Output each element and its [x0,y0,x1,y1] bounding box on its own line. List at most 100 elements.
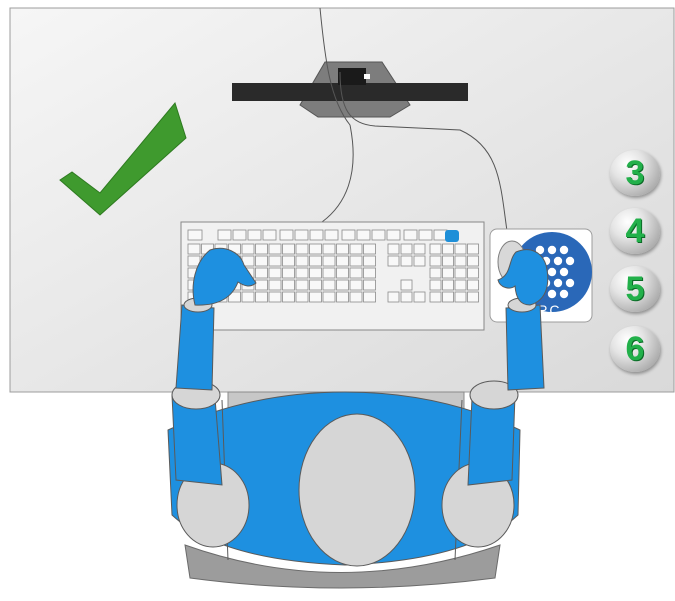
step-3-button[interactable]: 3 [610,150,660,196]
keyboard-key [468,244,479,254]
logo-dot [548,290,556,298]
keyboard-key [256,244,268,254]
logo-dot [560,246,568,254]
step-4-button[interactable]: 4 [610,208,660,254]
logo-dot [560,290,568,298]
keyboard-key [342,230,355,240]
keyboard-key [310,268,322,278]
keyboard-key [323,268,335,278]
logo-dot [548,268,556,276]
keyboard-key [283,244,295,254]
keyboard-key [323,256,335,266]
keyboard-key [337,244,349,254]
keyboard-key [419,230,432,240]
keyboard-key [430,268,441,278]
logo-text: PC [538,302,561,318]
step-5-button[interactable]: 5 [610,266,660,312]
step-3-label: 3 [626,156,645,190]
keyboard-key [443,292,454,302]
keyboard-key [310,280,322,290]
keyboard-key [296,268,308,278]
keyboard-key [364,280,376,290]
step-4-label: 4 [626,214,645,248]
keyboard-key [323,280,335,290]
keyboard-key [430,280,441,290]
step-6-button[interactable]: 6 [610,326,660,372]
keyboard-key [468,292,479,302]
keyboard-key [430,292,441,302]
keyboard-key [337,280,349,290]
keyboard-key [269,244,281,254]
keyboard-key [280,230,293,240]
keyboard-key [455,244,466,254]
keyboard-key [233,230,246,240]
keyboard-key [283,268,295,278]
keyboard-key [269,280,281,290]
keyboard-key [269,256,281,266]
logo-dot [566,279,574,287]
keyboard-key [248,230,261,240]
logo-dot [554,279,562,287]
keyboard-key [430,256,441,266]
keyboard-key [401,292,412,302]
keyboard-key [310,244,322,254]
keyboard-key [310,230,323,240]
keyboard-key [283,292,295,302]
keyboard-key [372,230,385,240]
keyboard-key [337,268,349,278]
step-6-label: 6 [626,332,645,366]
keyboard-key [256,292,268,302]
keyboard-key [401,244,412,254]
keyboard-key [443,244,454,254]
keyboard-key [364,256,376,266]
keyboard-key [443,280,454,290]
keyboard-key [350,292,362,302]
keyboard-key [350,256,362,266]
keyboard-key [455,280,466,290]
keyboard-key [323,292,335,302]
keyboard-key [357,230,370,240]
keyboard-key [188,230,202,240]
keyboard-key [256,280,268,290]
keyboard-key [388,292,399,302]
keyboard-key [468,256,479,266]
keyboard-key [296,280,308,290]
keyboard-key [364,244,376,254]
keyboard-key [387,230,400,240]
keyboard-key [468,280,479,290]
logo-dot [566,257,574,265]
keyboard-key [350,280,362,290]
step-5-label: 5 [626,272,645,306]
keyboard-key [218,230,231,240]
keyboard-key [468,268,479,278]
keyboard-key [414,244,425,254]
keyboard-key [256,268,268,278]
keyboard-key [310,292,322,302]
keyboard-key [455,292,466,302]
keyboard-key [323,244,335,254]
keyboard-key [364,268,376,278]
keyboard-key [455,256,466,266]
logo-dot [560,268,568,276]
keyboard-key [337,292,349,302]
keyboard-key [242,292,254,302]
keyboard-key [443,256,454,266]
keyboard-key [401,280,412,290]
logo-dot [548,246,556,254]
keyboard-key [388,256,399,266]
keyboard-key [188,244,200,254]
keyboard-key [256,256,268,266]
keyboard-key [283,256,295,266]
keyboard-key [269,268,281,278]
keyboard-key [414,256,425,266]
keyboard-key [455,268,466,278]
keyboard-key [269,292,281,302]
keyboard-key [337,256,349,266]
keyboard-key [325,230,338,240]
keyboard-key [296,256,308,266]
keyboard-key [430,244,441,254]
keyboard-key [350,244,362,254]
keyboard-key [295,230,308,240]
keyboard-key [364,292,376,302]
